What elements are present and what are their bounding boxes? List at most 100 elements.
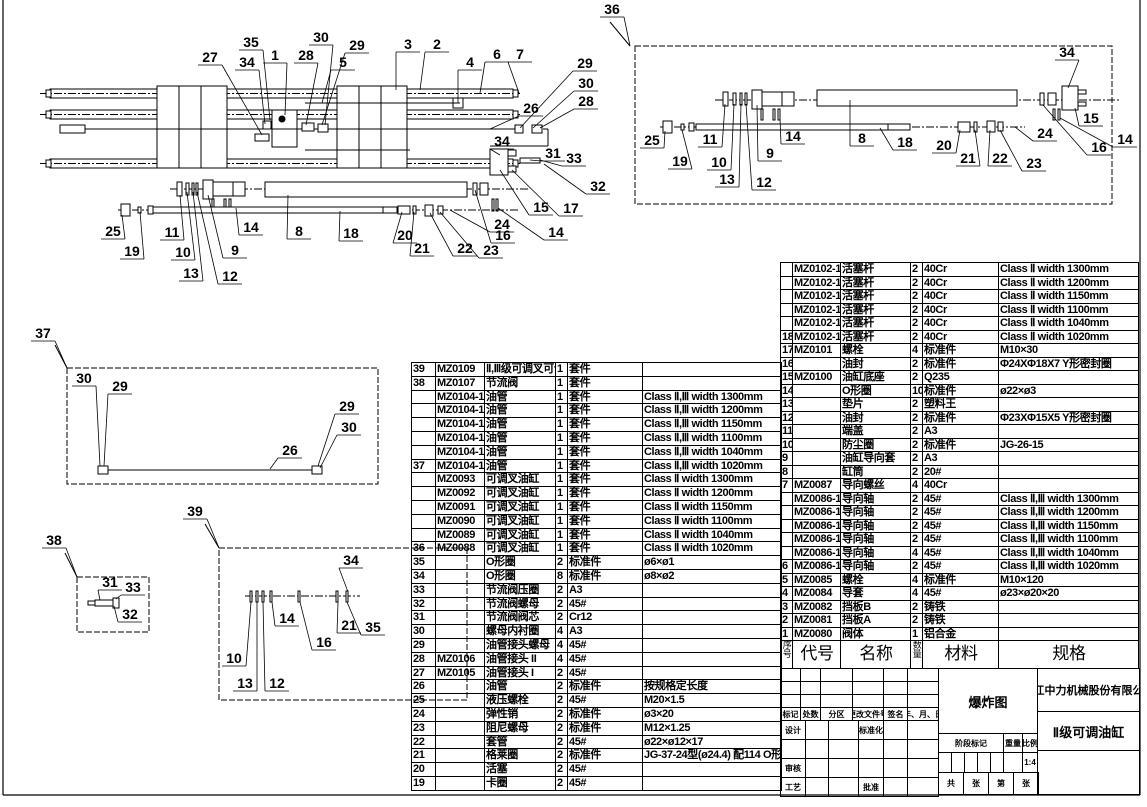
- specification: M10×30: [1000, 344, 1038, 356]
- throttle-nut-32: [112, 597, 120, 609]
- quantity: 2: [556, 776, 568, 790]
- table-row: MZ0086-1300导向轴245#Class Ⅱ,Ⅲ width 1300mm: [781, 492, 1138, 506]
- material: 45#: [923, 519, 999, 532]
- part-code: [793, 384, 841, 397]
- quantity: 2: [911, 276, 923, 289]
- callout-label: 32: [590, 178, 606, 194]
- part-code: [436, 776, 485, 790]
- specification: [999, 452, 1138, 465]
- part-name: 挡板A: [841, 614, 911, 627]
- part-name: 可调叉油缸: [485, 542, 556, 556]
- part-name: 油管: [485, 390, 556, 404]
- bolt-17: [507, 149, 517, 157]
- stage-cell: [964, 752, 978, 773]
- leader-line: [207, 194, 224, 259]
- callout-label: 17: [563, 200, 579, 216]
- quantity: 2: [911, 303, 923, 316]
- header-code: 代号: [793, 641, 841, 668]
- leader-line: [271, 601, 276, 627]
- item-number: [781, 290, 793, 303]
- leader-line: [319, 434, 338, 469]
- revision-cell: [820, 694, 853, 708]
- table-row: MZ0102-1100活塞杆240CrClass Ⅱ width 1100mm: [781, 303, 1138, 317]
- bolt-25: [662, 120, 673, 134]
- leader-line: [179, 194, 185, 241]
- valve-tip: [87, 600, 96, 606]
- quantity: 1: [556, 514, 568, 528]
- sign-cell: [828, 758, 859, 778]
- callout-label: 15: [533, 199, 549, 215]
- part-code: [436, 749, 485, 763]
- callout-label: 14: [785, 128, 801, 144]
- guide-sleeve-9: [781, 91, 795, 107]
- callout-label: 35: [243, 34, 259, 50]
- part-name: 节流阀压圈: [485, 583, 556, 597]
- leader-line: [974, 129, 981, 167]
- specification: Class Ⅱ,Ⅲ width 1200mm: [644, 404, 763, 417]
- quantity: 2: [911, 600, 923, 613]
- revision-header: 处数: [800, 707, 821, 721]
- part-code: MZ0102-1020: [794, 330, 841, 343]
- specification: [999, 466, 1138, 479]
- leader-line: [338, 210, 341, 242]
- specification: M10×120: [1000, 573, 1044, 586]
- leader-line: [235, 207, 240, 236]
- callout-label: 4: [466, 54, 474, 70]
- callout-label: 5: [339, 54, 347, 70]
- leader-line: [321, 52, 346, 126]
- weight-label: 重量: [1003, 733, 1023, 753]
- part-code: [436, 763, 485, 776]
- leader-line: [489, 115, 520, 130]
- item-number: 11: [782, 425, 793, 438]
- part-code: [436, 680, 485, 694]
- material: 40Cr: [923, 290, 999, 303]
- revision-header: 年、月、日: [907, 707, 939, 721]
- part-name: 挡板B: [841, 600, 911, 613]
- part-name: 可调叉油缸: [485, 487, 556, 500]
- sign-cell: [883, 758, 908, 778]
- callout-label: 34: [239, 54, 255, 70]
- specification: 按规格定长度: [644, 680, 708, 693]
- material: 45#: [568, 735, 643, 749]
- specification: Class Ⅱ,Ⅲ width 1040mm: [1000, 546, 1119, 559]
- leader-line: [346, 601, 362, 636]
- part-name: 螺母内衬圈: [485, 625, 556, 638]
- material: 40Cr: [923, 276, 999, 289]
- part-code: MZ0102-1040: [794, 317, 841, 330]
- part-name: 油缸底座: [841, 371, 911, 384]
- callout-label: 11: [165, 224, 180, 240]
- seal-ring: [297, 590, 301, 603]
- quantity: 2: [911, 614, 923, 627]
- valve-hole: [278, 115, 286, 123]
- quantity: 2: [556, 735, 568, 749]
- part-name: 阀体: [841, 627, 911, 640]
- specification: M20×1.5: [644, 694, 685, 707]
- table-row: MZ0086-1040导向轴445#Class Ⅱ,Ⅲ width 1040mm: [781, 546, 1138, 560]
- item-number: [781, 276, 793, 289]
- part-name: 导套: [841, 587, 911, 600]
- part-code: [436, 625, 485, 638]
- quantity: 2: [911, 411, 923, 424]
- item-number: [412, 473, 436, 487]
- leader-line: [543, 163, 587, 195]
- bolt-17: [1077, 89, 1087, 95]
- quantity: 2: [556, 680, 568, 694]
- quantity: 2: [556, 597, 568, 611]
- specification: Class Ⅱ width 1020mm: [644, 542, 753, 555]
- item-number: 36: [412, 542, 436, 556]
- callout-label: 23: [483, 242, 499, 258]
- leader-line: [489, 148, 501, 156]
- revision-cell: [852, 668, 884, 682]
- material: 40Cr: [923, 479, 999, 492]
- callout-label: 34: [494, 133, 510, 149]
- leader-line: [439, 211, 480, 259]
- o-ring-14: [1057, 108, 1061, 121]
- part-name: 可调叉油缸: [485, 528, 556, 542]
- fitting-27: [254, 133, 270, 142]
- view-38-frame: [76, 576, 150, 633]
- table-row: MZ0102-1040活塞杆240CrClass Ⅱ width 1040mm: [781, 317, 1138, 331]
- seal-16: [1039, 92, 1045, 106]
- item-number: [412, 514, 436, 528]
- callout-label: 21: [414, 240, 430, 256]
